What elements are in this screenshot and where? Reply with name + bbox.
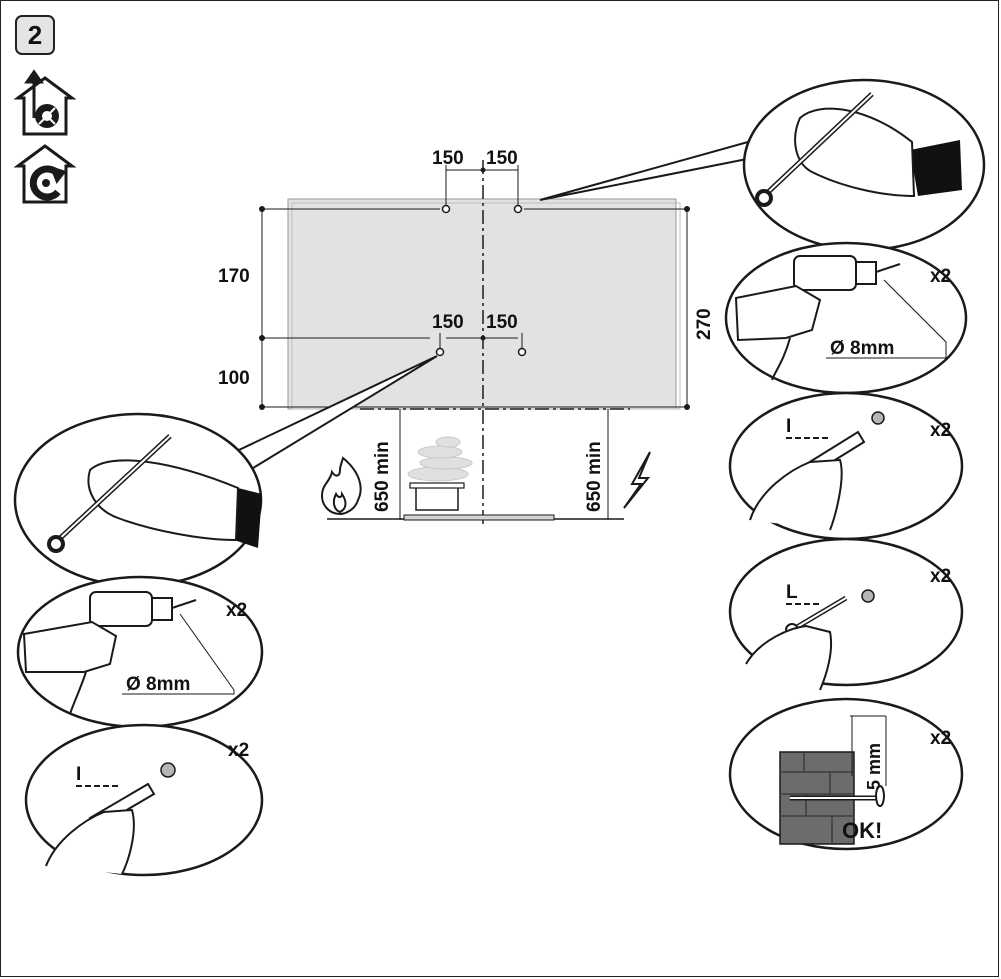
dim-mid-right: 150 <box>486 312 518 333</box>
recirculation-mode-icon <box>13 144 77 204</box>
drill-callout-left <box>16 575 264 729</box>
dim-lower-height: 100 <box>218 368 250 389</box>
drill-diameter-right: Ø 8mm <box>830 338 894 359</box>
screw-label-right: L <box>786 582 798 603</box>
dim-total-height: 270 <box>694 308 715 340</box>
marking-callout-left <box>13 412 263 588</box>
dim-mid-left: 150 <box>432 312 464 333</box>
drill-hole-markers <box>435 204 527 357</box>
wall-template <box>287 198 681 410</box>
callout-pointer-top <box>539 138 757 201</box>
gap-label: 5 mm <box>864 743 884 790</box>
flame-icon <box>320 456 362 516</box>
plug-multiplier-left: x2 <box>228 740 249 761</box>
plug-label-left: I <box>76 764 81 785</box>
extraction-mode-icon <box>13 69 77 136</box>
plug-label-right: I <box>786 416 791 437</box>
dim-upper-height: 170 <box>218 266 250 287</box>
screw-callout-right <box>728 537 964 691</box>
step-number-badge: 2 <box>15 15 55 55</box>
drill-multiplier-left: x2 <box>226 600 247 621</box>
electric-clearance-label: 650 min <box>584 441 605 512</box>
marking-callout-right <box>742 78 986 252</box>
gap-callout-right <box>728 697 964 851</box>
dimension-endpoints <box>259 167 690 410</box>
ok-label: OK! <box>842 818 882 843</box>
drill-multiplier-right: x2 <box>930 266 951 287</box>
plug-multiplier-right: x2 <box>930 420 951 441</box>
drill-callout-right <box>724 241 968 395</box>
gas-clearance-label: 650 min <box>372 441 393 512</box>
drill-diameter-left: Ø 8mm <box>126 674 190 695</box>
cooktop-clearance <box>327 408 630 521</box>
gap-multiplier-right: x2 <box>930 728 951 749</box>
dim-top-right: 150 <box>486 148 518 169</box>
wall-plug-callout-left <box>24 723 264 877</box>
screw-multiplier-right: x2 <box>930 566 951 587</box>
wall-plug-callout-right <box>728 391 964 541</box>
electric-bolt-icon <box>623 451 651 509</box>
dim-top-left: 150 <box>432 148 464 169</box>
